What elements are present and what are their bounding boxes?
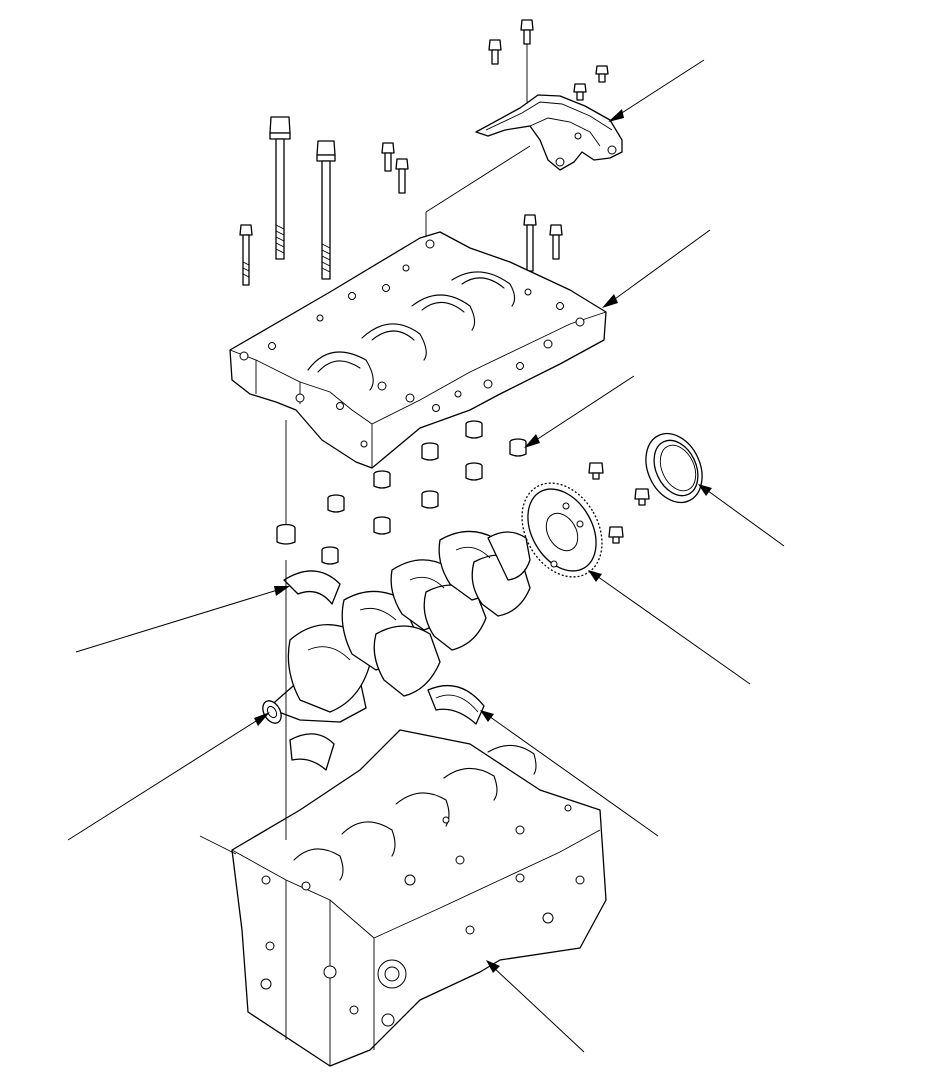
leader-lines	[67, 59, 785, 1053]
main-bearing-shells	[283, 570, 341, 771]
oil-seal	[645, 432, 703, 504]
lower-crankcase	[229, 145, 607, 469]
cylinder-block	[199, 560, 607, 1067]
bearing-saddles	[307, 271, 516, 391]
crank-pulse-plate	[521, 482, 603, 578]
baffle-plate	[475, 94, 623, 171]
crankshaft	[262, 530, 531, 724]
main-cap-bolts	[239, 116, 563, 286]
thrust-washers	[427, 684, 485, 725]
reluctor-bolts	[588, 462, 650, 544]
bolt-group-top	[488, 19, 609, 104]
dowel-pins	[276, 420, 527, 565]
